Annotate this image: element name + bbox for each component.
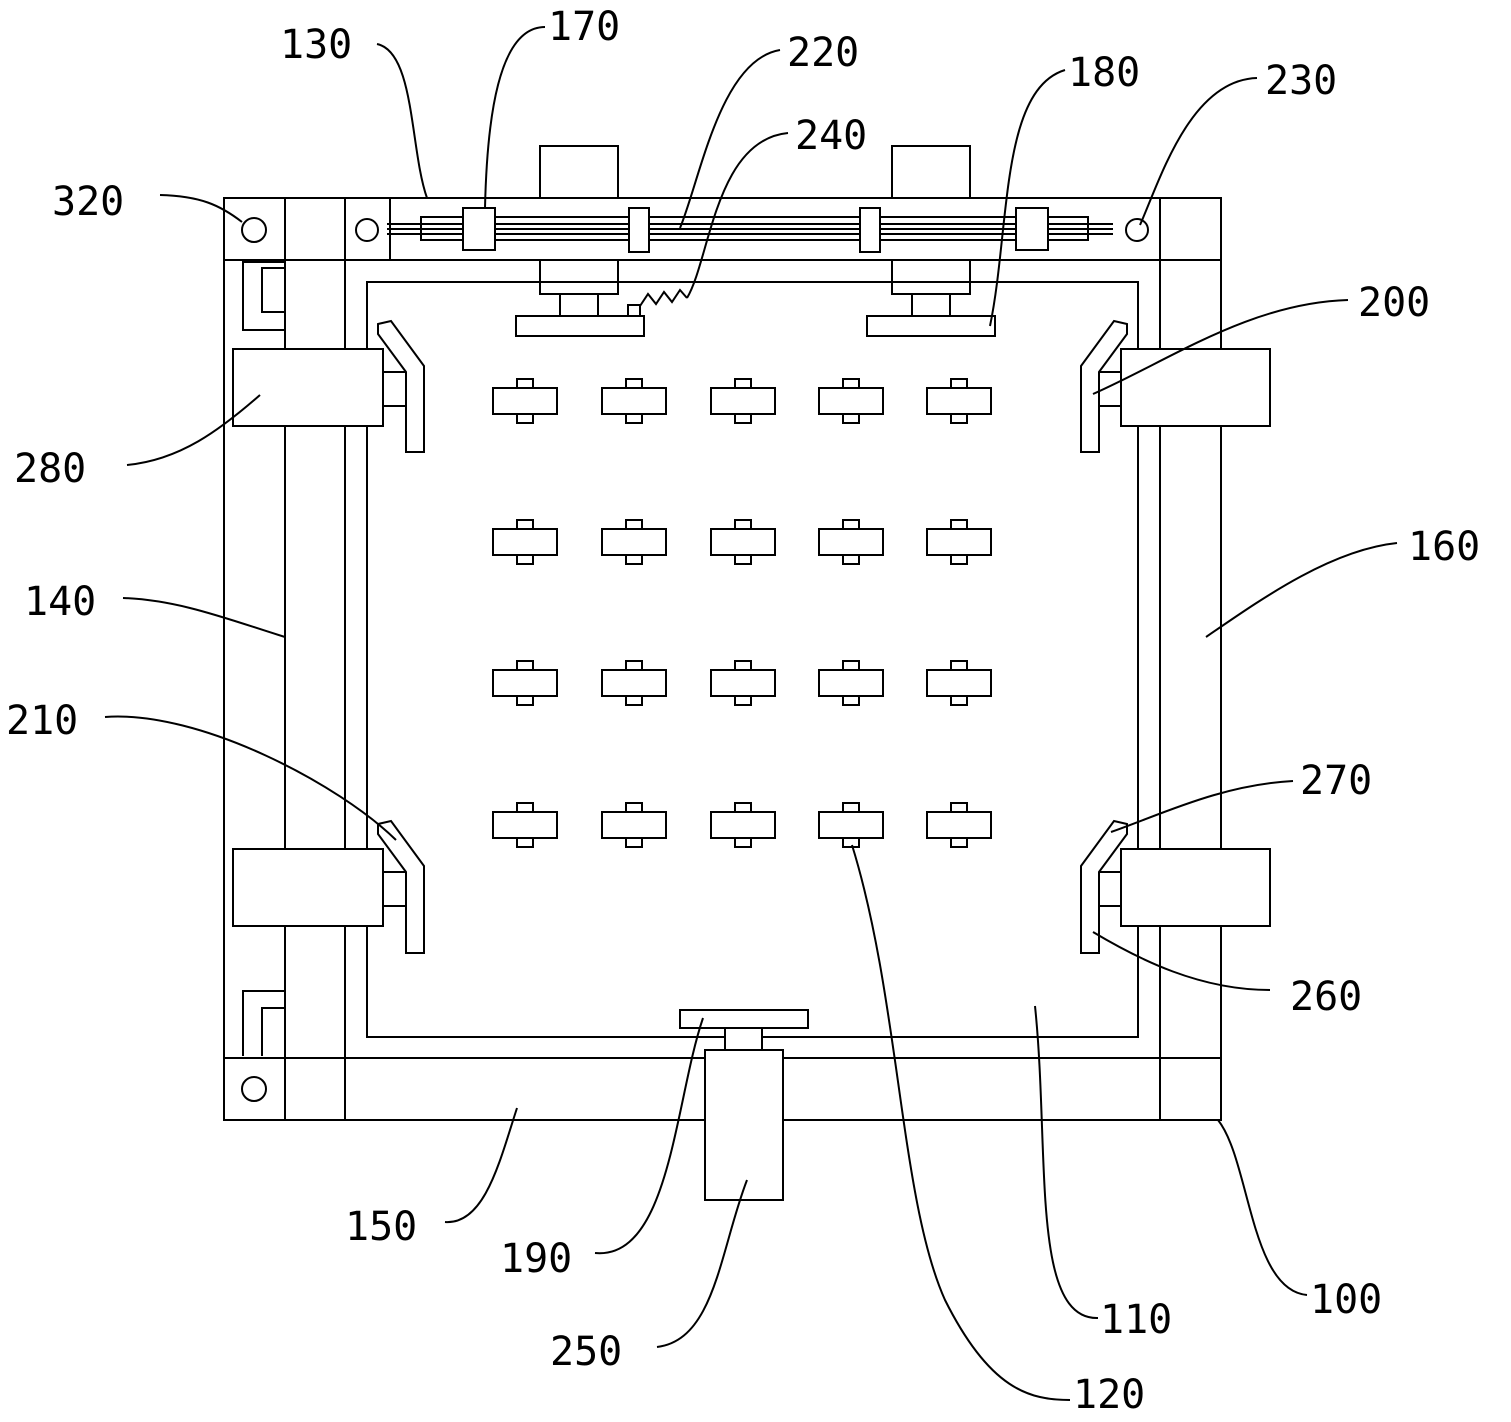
label-280: 280	[14, 446, 86, 492]
bottom-pusher	[679, 1009, 809, 1201]
workpiece	[492, 660, 558, 706]
label-200: 200	[1358, 280, 1430, 326]
clamp-top-right	[866, 259, 996, 337]
workpiece	[710, 519, 776, 565]
label-150: 150	[345, 1204, 417, 1250]
label-190: 190	[500, 1236, 572, 1282]
label-320: 320	[52, 179, 124, 225]
label-240: 240	[795, 113, 867, 159]
leader-lines	[104, 26, 1398, 1401]
label-130: 130	[280, 22, 352, 68]
workpiece	[492, 519, 558, 565]
pin-bottom-left	[241, 1076, 267, 1102]
label-220: 220	[787, 30, 859, 76]
cylinder-right-top	[1120, 348, 1271, 427]
label-210: 210	[6, 698, 78, 744]
pin-left-top	[355, 218, 379, 242]
workpiece	[926, 378, 992, 424]
workpiece	[492, 802, 558, 848]
workpiece	[710, 660, 776, 706]
bracket-left-top-inner	[261, 267, 285, 313]
hook-left-top	[377, 319, 425, 453]
workpiece	[601, 378, 667, 424]
clamp-top-left	[515, 259, 688, 337]
workpiece	[818, 802, 884, 848]
label-180: 180	[1068, 50, 1140, 96]
workpiece-grid	[492, 378, 992, 848]
reference-labels: 130 170 220 240 180 230 320 200 280 160 …	[6, 4, 1480, 1418]
workpiece	[601, 519, 667, 565]
workpiece	[601, 802, 667, 848]
cylinder-right-bottom	[1120, 848, 1271, 927]
workpiece	[926, 519, 992, 565]
workpiece	[926, 802, 992, 848]
motor-top-left	[539, 145, 619, 199]
workpiece	[601, 660, 667, 706]
workpiece	[710, 802, 776, 848]
workpiece	[818, 378, 884, 424]
label-250: 250	[550, 1329, 622, 1375]
workpiece	[926, 660, 992, 706]
hook-200	[1080, 319, 1128, 453]
workpiece	[492, 378, 558, 424]
screw-rod	[387, 207, 1113, 253]
outer-frame	[223, 197, 1222, 1121]
label-160: 160	[1408, 524, 1480, 570]
motor-top-right	[891, 145, 971, 199]
hook-270	[1080, 819, 1128, 954]
label-270: 270	[1300, 758, 1372, 804]
workpiece	[710, 378, 776, 424]
bracket-left-top	[242, 261, 285, 331]
label-260: 260	[1290, 974, 1362, 1020]
pin-320	[241, 217, 267, 243]
hook-210	[377, 819, 425, 954]
label-110: 110	[1100, 1297, 1172, 1343]
cylinder-280	[232, 348, 384, 427]
cylinder-left-bottom	[232, 848, 384, 927]
workpiece	[818, 660, 884, 706]
pin-230	[1125, 218, 1149, 242]
label-170: 170	[548, 4, 620, 50]
label-140: 140	[24, 579, 96, 625]
bracket-left-bottom	[242, 990, 285, 1056]
label-230: 230	[1265, 58, 1337, 104]
label-120: 120	[1073, 1372, 1145, 1418]
workpiece	[818, 519, 884, 565]
label-100: 100	[1310, 1277, 1382, 1323]
bracket-left-bottom-inner	[261, 1007, 285, 1056]
